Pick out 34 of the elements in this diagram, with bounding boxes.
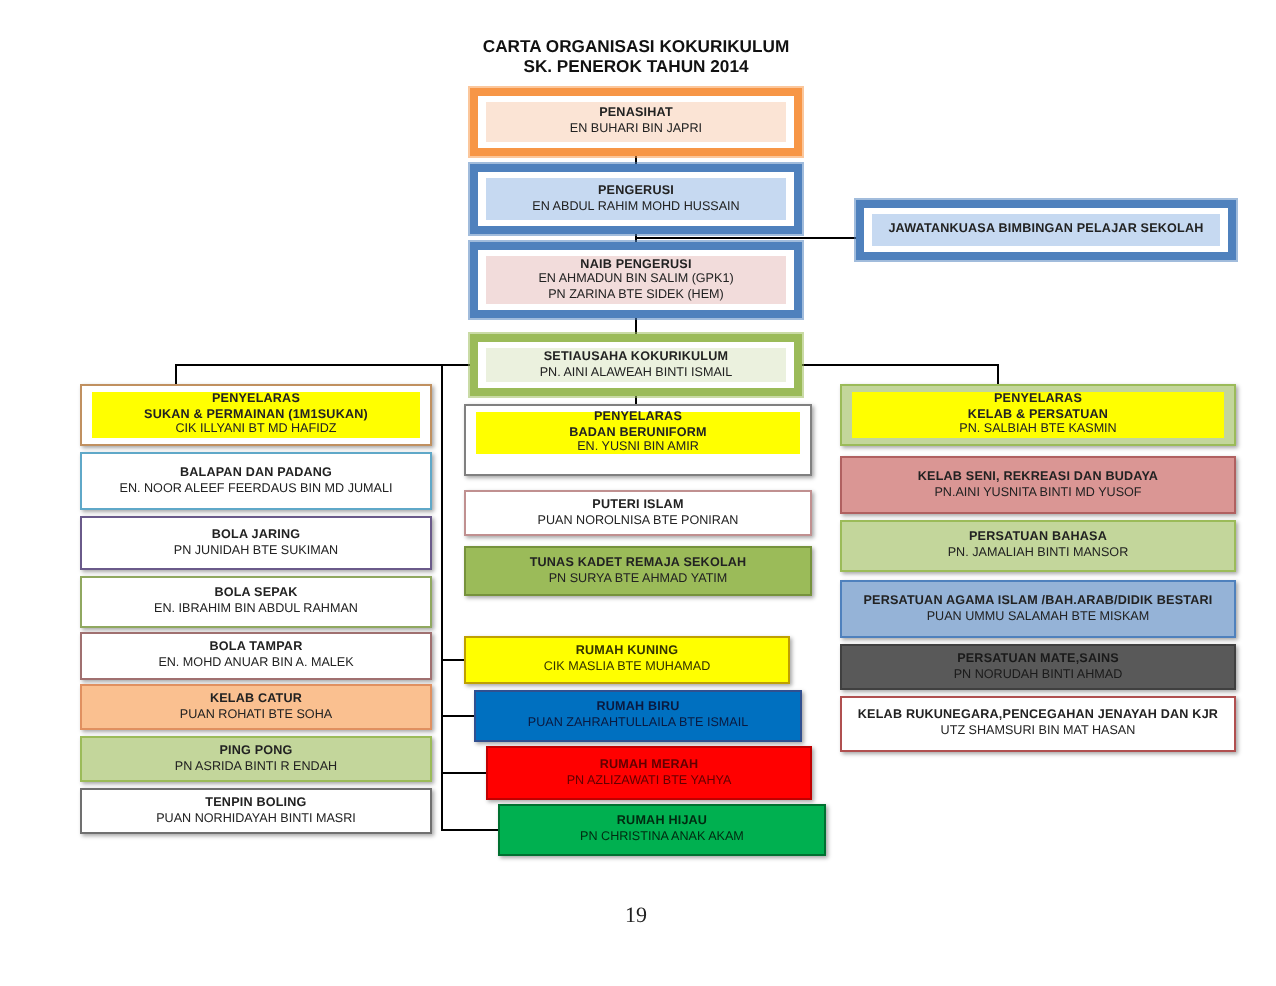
org-box	[840, 580, 1236, 638]
org-box	[470, 88, 802, 156]
org-box	[80, 516, 432, 570]
connector-line	[635, 317, 637, 335]
org-box	[80, 576, 432, 628]
connector-line	[801, 364, 999, 385]
org-box	[498, 804, 826, 856]
org-box	[840, 696, 1236, 752]
org-box	[464, 490, 812, 536]
org-box	[464, 404, 812, 476]
org-box	[470, 334, 802, 396]
org-box	[840, 520, 1236, 572]
org-box	[80, 788, 432, 834]
connector-line	[635, 233, 857, 239]
connector-line	[441, 364, 499, 831]
org-box	[856, 200, 1236, 260]
page-number: 19	[623, 904, 649, 928]
org-box	[840, 384, 1236, 446]
org-box	[80, 736, 432, 782]
org-box	[80, 632, 432, 680]
org-box	[80, 452, 432, 510]
chart-title: CARTA ORGANISASI KOKURIKULUM SK. PENEROK TAHUN 2014	[480, 36, 792, 76]
org-box	[464, 636, 790, 684]
connector-line	[635, 155, 637, 165]
org-box	[470, 242, 802, 318]
org-box	[840, 644, 1236, 690]
org-box	[470, 164, 802, 234]
org-box	[80, 384, 432, 446]
org-box	[840, 456, 1236, 514]
connector-line	[635, 395, 637, 405]
org-box	[474, 690, 802, 742]
org-box	[486, 746, 812, 800]
org-box	[80, 684, 432, 730]
org-box	[464, 546, 812, 596]
